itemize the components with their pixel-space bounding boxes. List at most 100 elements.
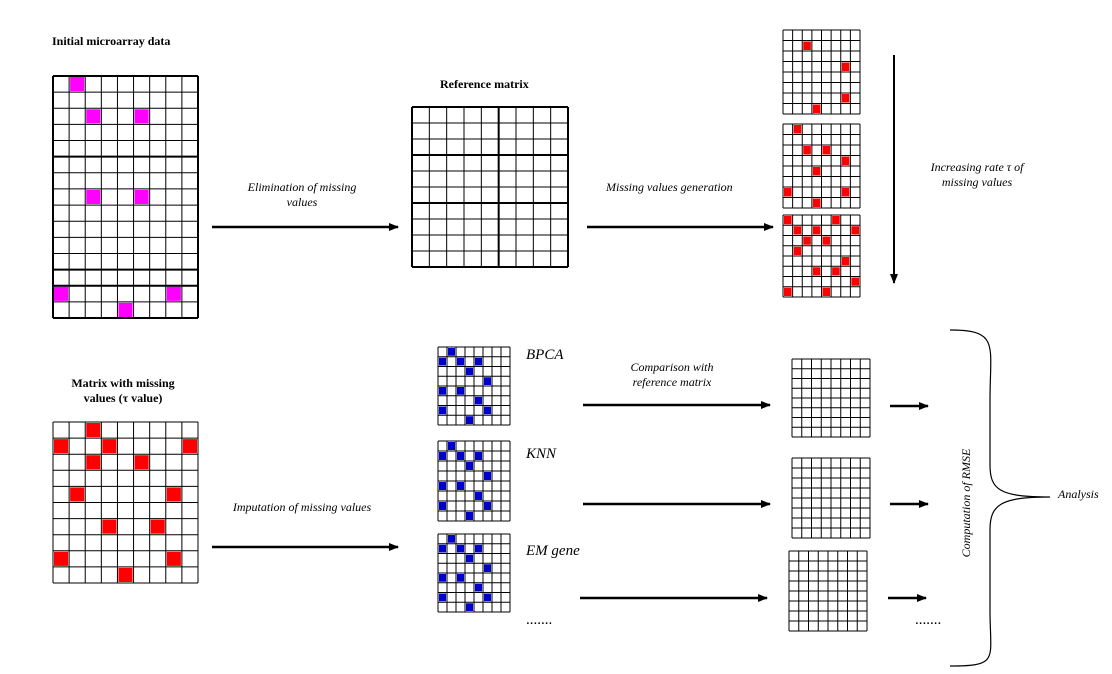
missing-cell <box>793 246 802 255</box>
missing-cell <box>475 544 482 553</box>
imputed-matrix-bpca <box>437 346 511 426</box>
missing-cell <box>822 287 831 296</box>
more-dots-label: ....... <box>915 612 942 628</box>
missing-cell <box>54 286 69 301</box>
missing-cell <box>812 198 821 207</box>
missing-cell <box>448 348 455 356</box>
missing-values-matrix <box>52 421 199 584</box>
missing-cell <box>439 502 446 510</box>
missing-cell <box>134 109 149 124</box>
missing-cell <box>841 156 850 165</box>
reference-matrix <box>411 106 569 268</box>
missing-cell <box>86 189 101 205</box>
missing-cell <box>822 146 831 155</box>
missing-cell <box>134 455 149 470</box>
missing-cell <box>851 226 859 235</box>
elimination-label: Elimination of missing values <box>247 180 357 209</box>
missing-cell <box>484 593 491 602</box>
reference-matrix-title: Reference matrix <box>440 77 529 91</box>
missing-cell <box>118 302 133 317</box>
missing-cell <box>484 502 491 510</box>
missing-cell <box>466 603 473 611</box>
missing-cell <box>102 439 117 454</box>
missing-cell <box>812 267 821 276</box>
missing-matrix-title: Matrix with missing values (τ value) <box>71 376 175 405</box>
missing-cell <box>439 357 446 366</box>
missing-cell <box>784 188 792 197</box>
missing-cell <box>457 357 464 366</box>
missing-cell <box>439 593 446 602</box>
missing-cell <box>466 367 473 376</box>
missing-cell <box>86 109 101 124</box>
missing-cell <box>457 544 464 553</box>
missing-cell <box>793 226 802 235</box>
missing-cell <box>793 125 802 134</box>
missing-cell <box>457 574 464 582</box>
missing-cell <box>466 512 473 520</box>
missing-cell <box>484 377 491 385</box>
method-label-more: ....... <box>526 612 553 628</box>
analysis-label: Analysis <box>1058 487 1099 501</box>
generated-matrix-high <box>782 214 861 298</box>
imputed-matrix-em <box>437 533 511 613</box>
analysis-brace <box>949 329 1051 667</box>
missing-cell <box>803 146 811 155</box>
missing-cell <box>841 94 850 103</box>
missing-cell <box>457 482 464 490</box>
missing-cell <box>54 439 69 454</box>
missing-cell <box>54 551 69 566</box>
missing-cell <box>439 387 446 395</box>
method-label-knn: KNN <box>526 446 557 462</box>
missing-cell <box>832 267 840 276</box>
missing-cell <box>841 62 850 71</box>
missing-cell <box>182 439 197 454</box>
generated-matrix-low <box>782 29 861 115</box>
missing-cell <box>784 287 792 296</box>
missing-cell <box>150 519 165 534</box>
missing-cell <box>832 216 840 225</box>
missing-cell <box>457 387 464 395</box>
missing-cell <box>102 519 117 534</box>
missing-cell <box>166 551 181 566</box>
method-label-bpca: BPCA <box>526 347 564 363</box>
missing-cell <box>475 583 482 592</box>
missing-cell <box>439 406 446 415</box>
missing-cell <box>439 452 446 460</box>
result-matrix-1 <box>791 358 871 438</box>
missing-cell <box>841 188 850 197</box>
rate-label: Increasing rate τ of missing values <box>930 160 1024 189</box>
missing-cell <box>86 423 101 438</box>
missing-cell <box>439 482 446 490</box>
initial-data-title: Initial microarray data <box>52 34 171 48</box>
missing-cell <box>841 257 850 266</box>
result-matrix-3 <box>788 550 868 632</box>
missing-cell <box>166 487 181 502</box>
missing-cell <box>484 472 491 480</box>
missing-cell <box>475 357 482 366</box>
method-label-em-gene: EM gene <box>526 543 580 559</box>
missing-cell <box>484 406 491 415</box>
missing-cell <box>484 564 491 572</box>
missing-cell <box>784 216 792 225</box>
missing-cell <box>812 226 821 235</box>
missing-cell <box>475 396 482 405</box>
missing-cell <box>439 544 446 553</box>
missing-cell <box>803 41 811 50</box>
missing-cell <box>118 567 133 582</box>
missing-cell <box>70 487 85 502</box>
missing-cell <box>851 277 859 286</box>
missing-cell <box>812 167 821 176</box>
missing-cell <box>134 189 149 205</box>
missing-cell <box>166 286 181 301</box>
generation-label: Missing values generation <box>606 180 733 194</box>
missing-cell <box>803 236 811 245</box>
missing-cell <box>448 535 455 543</box>
missing-cell <box>466 554 473 563</box>
imputation-label: Imputation of missing values <box>232 500 372 514</box>
missing-cell <box>466 462 473 470</box>
imputed-matrix-knn <box>437 440 511 522</box>
result-matrix-2 <box>791 457 871 539</box>
missing-cell <box>475 492 482 500</box>
missing-cell <box>466 416 473 424</box>
